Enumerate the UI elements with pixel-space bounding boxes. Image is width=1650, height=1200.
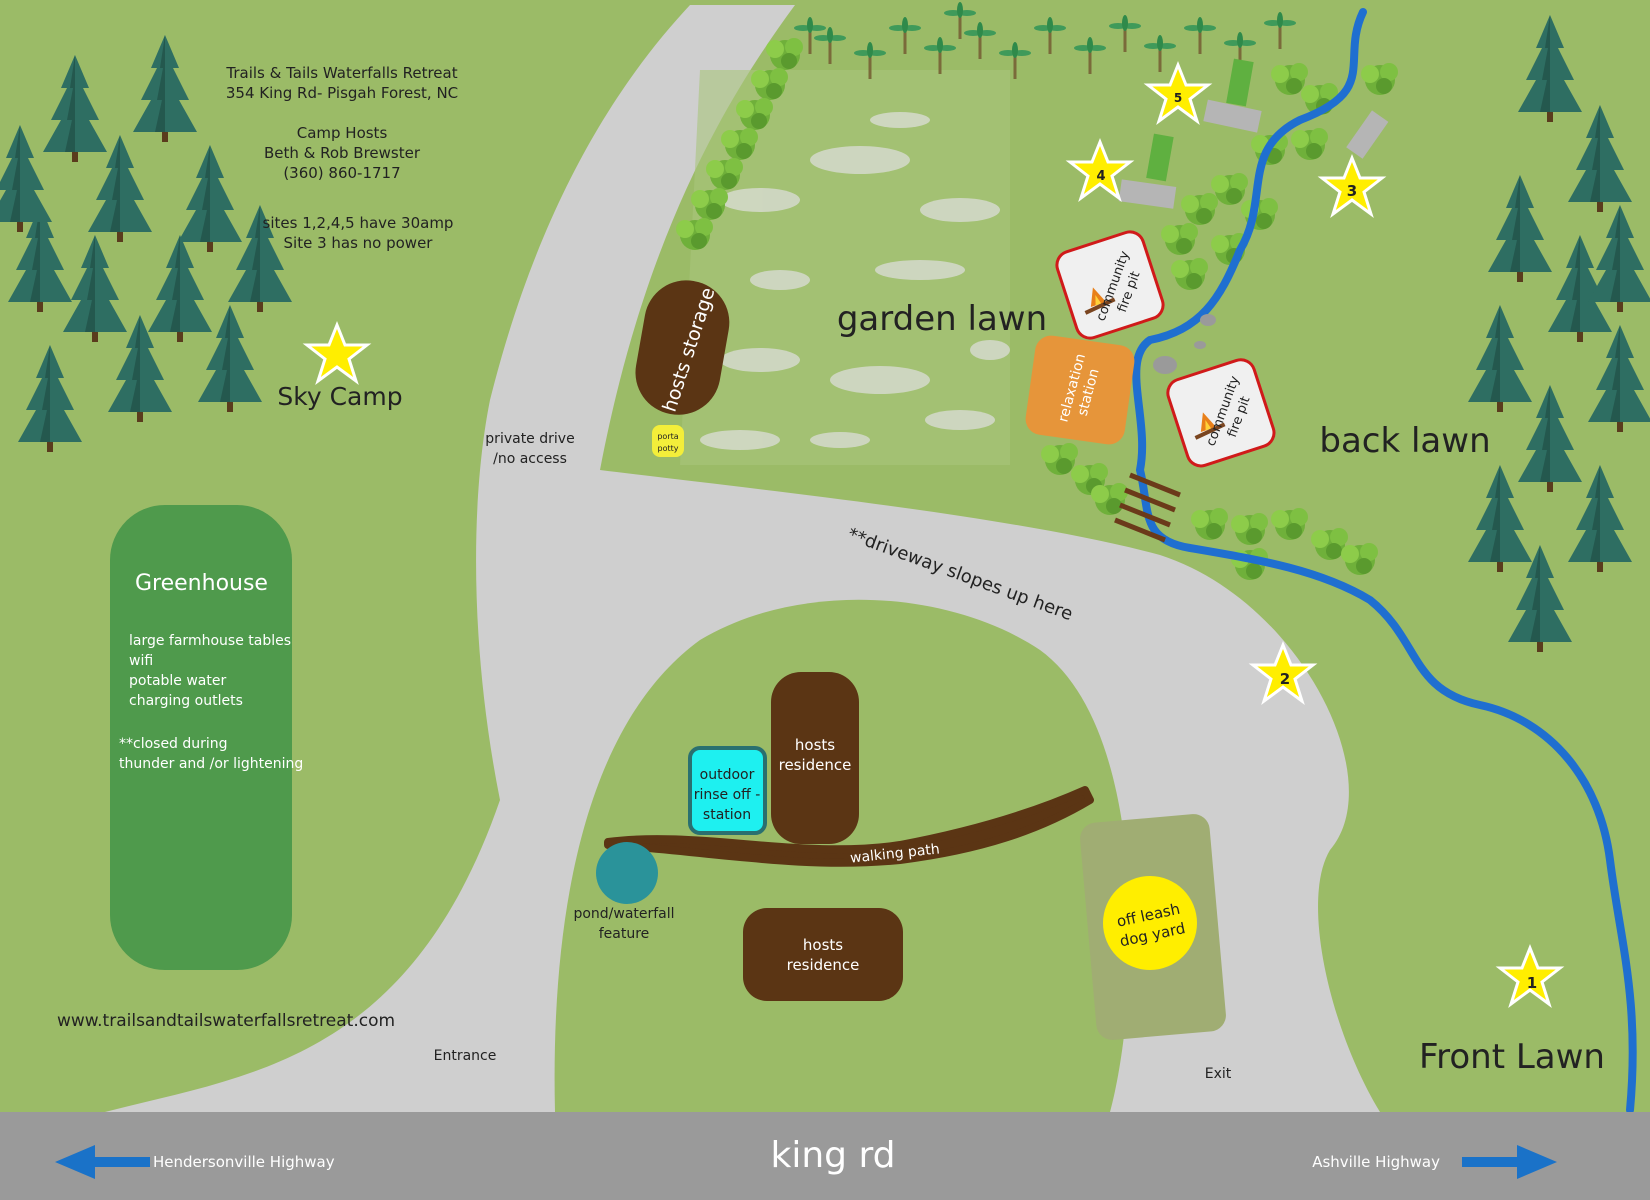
greenhouse-feature: potable water (129, 673, 226, 689)
retreat-name: Trails & Tails Waterfalls Retreat (225, 64, 457, 82)
power-info-1: sites 1,2,4,5 have 30amp (263, 214, 454, 232)
greenhouse-feature: wifi (129, 653, 153, 669)
rinse-station-label: rinse off - (694, 787, 761, 803)
hosts-residence-bottom-label: residence (787, 956, 860, 974)
back-lawn-label: back lawn (1319, 421, 1490, 461)
site-number-5: 5 (1174, 91, 1182, 105)
king-rd (0, 1112, 1650, 1200)
relaxation-station (1025, 335, 1135, 445)
rinse-station-label: outdoor (700, 767, 755, 783)
site-number-3: 3 (1347, 182, 1357, 200)
info-block: Trails & Tails Waterfalls Retreat 354 Ki… (225, 64, 458, 252)
creek (1132, 8, 1637, 1114)
garden-lawn-area (680, 70, 1010, 465)
entrance-label: Entrance (434, 1048, 497, 1064)
power-info-2: Site 3 has no power (284, 234, 434, 252)
greenhouse (110, 505, 292, 970)
private-drive-label: private drive (485, 431, 574, 447)
garden-lawn-label: garden lawn (837, 299, 1047, 339)
site-number-4: 4 (1096, 169, 1105, 184)
greenhouse-note: thunder and /or lightening (119, 756, 303, 772)
hosts-residence-top-label: hosts (795, 736, 835, 754)
fire-pit-2 (1166, 358, 1276, 468)
hosts-residence-top-label: residence (779, 756, 852, 774)
ashville-label: Ashville Highway (1312, 1153, 1440, 1171)
front-lawn-label: Front Lawn (1419, 1037, 1605, 1077)
porta-potty (652, 425, 684, 457)
greenhouse-feature: large farmhouse tables (129, 633, 291, 649)
hosts-residence-top (771, 672, 859, 844)
website: www.trailsandtailswaterfallsretreat.com (57, 1011, 395, 1031)
pond (596, 842, 658, 904)
arrow-left-icon (55, 1145, 150, 1179)
greenhouse-title: Greenhouse (135, 571, 268, 596)
exit-label: Exit (1205, 1066, 1232, 1082)
hendersonville-label: Hendersonville Highway (153, 1153, 335, 1171)
footbridge (1114, 472, 1181, 543)
site-number-1: 1 (1527, 974, 1537, 992)
site-pads (1118, 58, 1389, 209)
hosts-storage (635, 280, 730, 415)
arrow-right-icon (1462, 1145, 1557, 1179)
porta-potty-label: porta (657, 432, 678, 441)
greenhouse-feature: charging outlets (129, 693, 243, 709)
phone-number: (360) 860-1717 (283, 164, 400, 182)
private-drive-label: /no access (493, 451, 567, 467)
porta-potty-label: potty (658, 444, 679, 453)
hosts-residence-bottom (743, 908, 903, 1001)
king-rd-label: king rd (771, 1135, 896, 1176)
sky-camp-label: Sky Camp (277, 382, 402, 411)
fire-pit-1 (1055, 230, 1165, 340)
dog-yard-marker (1103, 876, 1197, 970)
site-number-2: 2 (1280, 670, 1290, 688)
greenhouse-note: **closed during (119, 736, 228, 752)
creek-rocks (1153, 314, 1216, 374)
hosts-names: Beth & Rob Brewster (264, 144, 421, 162)
address: 354 King Rd- Pisgah Forest, NC (226, 84, 458, 102)
rinse-station (688, 746, 767, 835)
hosts-heading: Camp Hosts (297, 124, 388, 142)
rinse-station-label: station (703, 807, 751, 823)
hosts-residence-bottom-label: hosts (803, 936, 843, 954)
walking-path (604, 786, 1094, 867)
pond-label: feature (599, 926, 650, 942)
pond-label: pond/waterfall (573, 906, 674, 922)
